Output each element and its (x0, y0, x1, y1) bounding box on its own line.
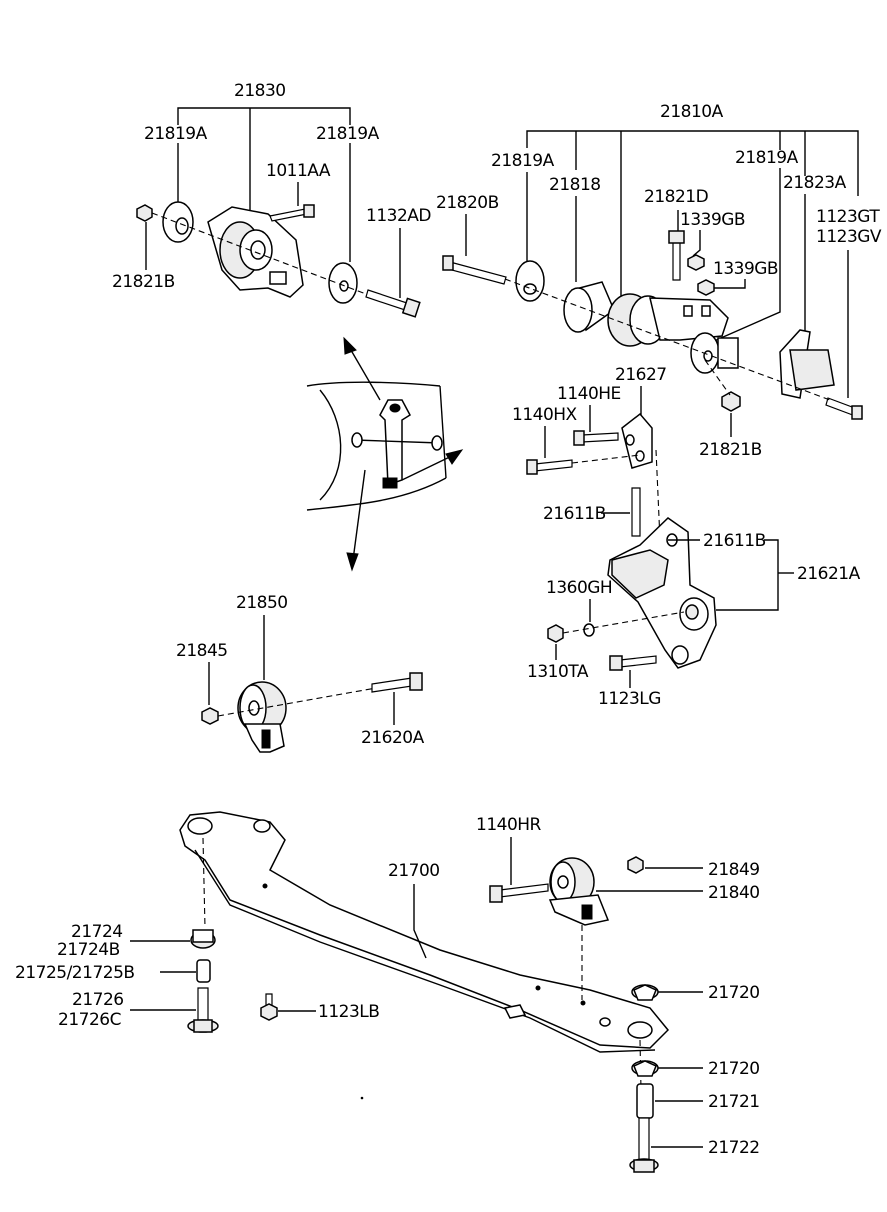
label-1123gt: 1123GT (816, 207, 880, 227)
label-21819a-2: 21819A (491, 151, 555, 171)
label-1140hr: 1140HR (476, 815, 542, 835)
label-21720-2: 21720 (708, 1059, 760, 1079)
label-21850: 21850 (236, 593, 288, 613)
label-21722: 21722 (708, 1138, 760, 1158)
label-21845: 21845 (176, 641, 228, 661)
label-21627: 21627 (615, 365, 667, 385)
label-21720-1: 21720 (708, 983, 760, 1003)
label-1123lb: 1123LB (318, 1002, 379, 1022)
label-1339gb-2: 1339GB (713, 259, 778, 279)
washer-21819a-2 (515, 260, 545, 302)
mount-assembly-21830: 21830 21819A 21819A 1011AA 1132AD 21821B (112, 81, 432, 318)
label-21724b: 21724B (57, 940, 120, 960)
label-1132ad: 1132AD (366, 206, 431, 226)
label-1140hx: 1140HX (512, 405, 578, 425)
crossmember-rear-fasteners: 21720 21720 21721 21722 (629, 983, 760, 1173)
label-21726: 21726 (72, 990, 124, 1010)
label-1339gb-1: 1339GB (680, 210, 745, 230)
label-21810a: 21810A (660, 102, 724, 122)
label-21849: 21849 (708, 860, 760, 880)
label-1310ta: 1310TA (527, 662, 589, 682)
label-21819a-left: 21819A (144, 124, 208, 144)
label-21821b-top: 21821B (112, 272, 175, 292)
label-21821d: 21821D (644, 187, 709, 207)
label-21818: 21818 (549, 175, 601, 195)
label-21830: 21830 (234, 81, 286, 101)
crossmember-front-fasteners: 21724 21724B 21725/21725B 21726 21726C 1… (15, 922, 380, 1033)
label-21724: 21724 (71, 922, 123, 942)
nut-21821b (136, 204, 153, 222)
label-21840: 21840 (708, 883, 760, 903)
crossmember-21700: 21700 (179, 811, 670, 1141)
label-21819a-right: 21819A (316, 124, 380, 144)
label-21721: 21721 (708, 1092, 760, 1112)
label-21726c: 21726C (58, 1010, 121, 1030)
label-21820b: 21820B (436, 193, 499, 213)
label-21611b-right: 21611B (703, 531, 766, 551)
label-1140he: 1140HE (557, 384, 621, 404)
label-1123lg: 1123LG (598, 689, 661, 709)
label-21700: 21700 (388, 861, 440, 881)
mount-assembly-21840: 1140HR 21849 21840 (476, 815, 760, 926)
label-1360gh: 1360GH (546, 578, 612, 598)
bolt-1132ad (365, 289, 411, 312)
label-21620a: 21620A (361, 728, 425, 748)
label-21725: 21725/21725B (15, 963, 135, 983)
label-1011aa: 1011AA (266, 161, 331, 181)
mount-assembly-21850: 21850 21845 21620A (176, 593, 425, 753)
label-1123gv: 1123GV (816, 227, 882, 247)
label-21621a: 21621A (797, 564, 861, 584)
mount-assembly-21810a: 21810A 21819A 21818 21820B 21821D 1339GB… (436, 102, 882, 460)
label-21821b-mid: 21821B (699, 440, 762, 460)
bolt-21820b (447, 261, 507, 285)
vehicle-orientation-inset (306, 336, 464, 572)
label-21611b-left: 21611B (543, 504, 606, 524)
label-21823a: 21823A (783, 173, 847, 193)
mount-bracket-21621a: 1140HE 21627 1140HX 21611B 21611B 2162 (512, 365, 861, 709)
label-21819a-3: 21819A (735, 148, 799, 168)
